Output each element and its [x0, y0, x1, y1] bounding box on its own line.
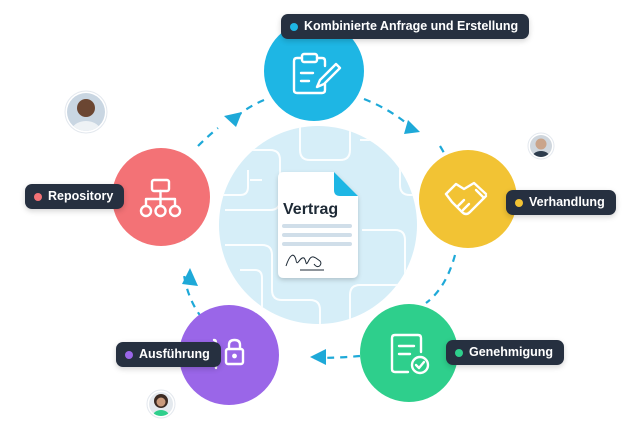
- label-repository: Repository: [25, 184, 125, 209]
- hierarchy-icon: [139, 178, 182, 218]
- label-text: Verhandlung: [529, 195, 605, 209]
- arrow-heads: [182, 112, 420, 365]
- document-title: Vertrag: [283, 201, 339, 218]
- status-dot: [34, 192, 42, 201]
- status-dot: [125, 350, 133, 359]
- arc-right-bottom: [425, 254, 457, 304]
- avatar-right: [527, 132, 555, 160]
- stage-circle-negotiation: [419, 150, 517, 248]
- avatar-bottom-left: [146, 389, 176, 419]
- label-text: Repository: [48, 189, 114, 203]
- avatar-top-left: [64, 90, 108, 134]
- document-corner-fold: [334, 172, 358, 196]
- arrow-head-top-right: [404, 120, 420, 134]
- label-text: Genehmigung: [469, 345, 554, 359]
- label-request-creation: Kombinierte Anfrage und Erstellung: [281, 14, 530, 39]
- arrow-head-bottom: [310, 349, 326, 365]
- label-text: Kombinierte Anfrage und Erstellung: [304, 19, 519, 33]
- label-text: Ausführung: [139, 347, 210, 361]
- signature: [285, 254, 324, 271]
- status-dot: [515, 198, 523, 207]
- status-dot: [455, 348, 463, 357]
- document-check-icon: [390, 333, 430, 375]
- label-execution: Ausführung: [116, 342, 221, 367]
- clipboard-pen-icon: [292, 52, 342, 95]
- stage-circle-request: [264, 21, 364, 121]
- stage-circle-execution: [179, 305, 279, 405]
- arc-left-top: [231, 98, 265, 122]
- label-approval: Genehmigung: [446, 340, 565, 365]
- document-text-lines: [282, 224, 352, 246]
- status-dot: [290, 22, 298, 31]
- label-negotiation: Verhandlung: [506, 190, 616, 215]
- handshake-icon: [444, 181, 488, 216]
- arc-top-right: [363, 97, 413, 129]
- arrow-head-left: [182, 268, 198, 286]
- arrow-head-top-left: [224, 112, 242, 127]
- arc-left-upper: [197, 127, 219, 147]
